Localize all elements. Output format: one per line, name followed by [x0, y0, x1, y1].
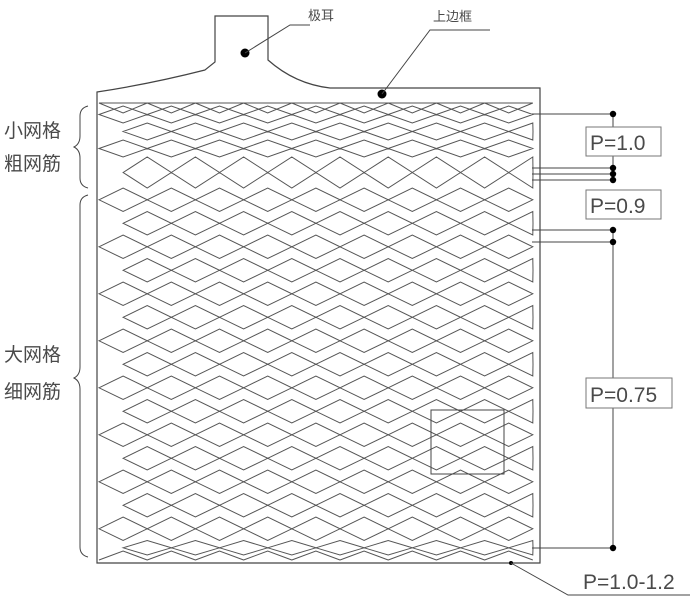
mesh-pattern — [97, 102, 535, 561]
dimension-lines — [532, 113, 614, 549]
small-mesh-label: 小网格 — [4, 120, 61, 142]
top-frame-leader-line — [381, 29, 490, 95]
mesh-row — [97, 105, 535, 124]
mesh-row — [121, 445, 534, 471]
pitch-bottom-label: P=1.0-1.2 — [583, 571, 675, 594]
mesh-top-strip — [98, 102, 533, 114]
thin-rib-label: 细网筋 — [4, 381, 61, 403]
pitch-top-label: P=1.0 — [590, 132, 645, 155]
mesh-row — [121, 351, 534, 377]
mesh-row — [97, 187, 534, 213]
mesh-row — [122, 156, 534, 189]
mesh-row — [97, 281, 534, 307]
pitch-large-label: P=0.75 — [590, 384, 657, 407]
mesh-row — [97, 139, 535, 158]
detail-inset-box — [430, 409, 505, 475]
large-mesh-brace — [72, 194, 89, 558]
grid-outline — [96, 15, 541, 564]
mesh-row — [97, 469, 534, 495]
mesh-row — [121, 257, 534, 283]
top-frame-label: 上边框 — [433, 10, 472, 25]
mesh-row — [97, 234, 534, 260]
mesh-row — [97, 516, 534, 542]
mesh-row — [97, 375, 534, 401]
mesh-bottom-strip — [98, 550, 533, 561]
mesh-row — [121, 492, 534, 518]
mesh-row — [121, 122, 534, 141]
pitch-middle-box — [585, 189, 662, 220]
mesh-row — [121, 539, 534, 556]
dimension-dots — [609, 110, 617, 552]
large-mesh-label: 大网格 — [4, 344, 61, 366]
mesh-row — [97, 422, 534, 448]
thick-rib-label: 粗网筋 — [4, 153, 61, 175]
lug-label: 极耳 — [308, 9, 334, 24]
pitch-large-box — [585, 377, 673, 409]
mesh-row — [97, 328, 534, 354]
lug-leader-line — [244, 24, 310, 54]
mesh-row — [121, 304, 534, 330]
bottom-pitch-leader — [510, 562, 690, 596]
small-mesh-brace — [72, 105, 89, 189]
mesh-row — [121, 398, 534, 424]
pitch-middle-label: P=0.9 — [590, 195, 645, 218]
mesh-row — [121, 210, 534, 236]
pitch-top-box — [585, 126, 662, 157]
